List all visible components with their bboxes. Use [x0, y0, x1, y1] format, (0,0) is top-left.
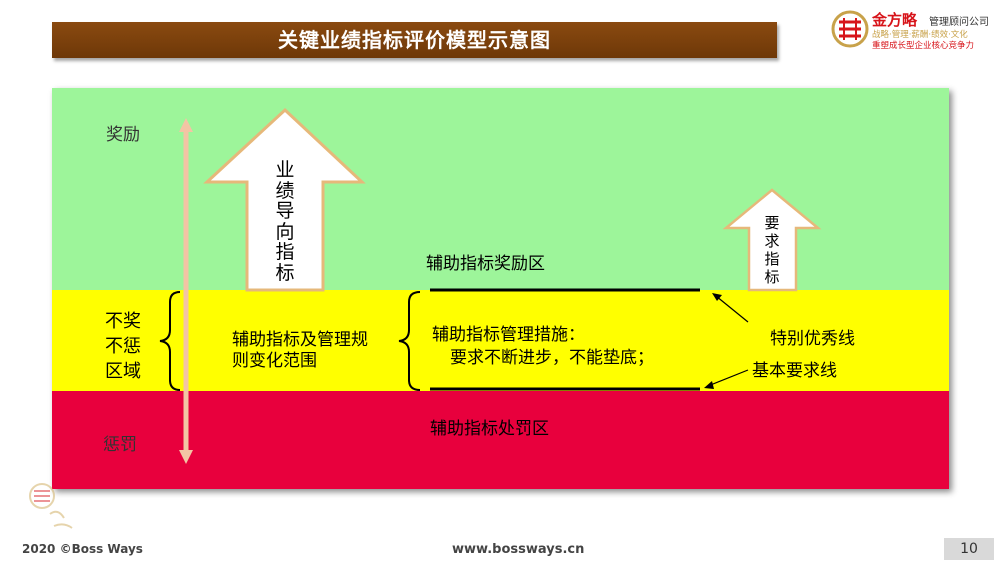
excellent-pointer-arrow: [712, 293, 749, 323]
excellent-line-label: 特别优秀线: [770, 329, 855, 349]
page-title: 关键业绩指标评价模型示意图: [278, 28, 551, 52]
kpi-arrow-char: 绩: [275, 179, 295, 202]
kpi-arrow-char: 指: [275, 241, 295, 263]
copyright: 2020 ©Boss Ways: [22, 542, 143, 556]
kpi-arrow-char: 业: [275, 159, 295, 181]
website-link[interactable]: www.bossways.cn: [452, 542, 585, 557]
req-arrow-char: 求: [764, 232, 780, 250]
penalty-label: 惩罚: [103, 435, 137, 455]
neutral-label-2: 不惩: [105, 336, 141, 357]
vertical-scale-arrow: [179, 118, 193, 464]
req-arrow-char: 要: [764, 214, 780, 232]
green-zone-text: 辅助指标奖励区: [426, 254, 545, 274]
reward-zone: [52, 88, 949, 290]
measures-title: 辅助指标管理措施：: [432, 325, 585, 345]
kpi-arrow-char: 标: [275, 261, 295, 284]
logo-tagline: 管理顾问公司: [929, 17, 989, 28]
company-logo: 金方略 管理顾问公司 战略·管理·薪酬·绩效·文化 重塑成长型企业核心竞争力: [830, 8, 995, 51]
req-arrow-text: 要 求 指 标: [762, 214, 782, 286]
logo-brand: 金方略: [872, 11, 918, 29]
neutral-label-3: 区域: [105, 361, 141, 382]
req-arrow-char: 指: [764, 250, 780, 268]
req-arrow-char: 标: [764, 268, 780, 286]
requirement-up-arrow: [722, 188, 822, 292]
neutral-label-1: 不奖: [105, 311, 141, 332]
basic-line-label: 基本要求线: [752, 361, 837, 381]
reward-label: 奖励: [106, 125, 140, 145]
watermark-logo-icon: [29, 483, 73, 529]
left-brace: [159, 291, 181, 391]
middle-brace: [398, 291, 421, 391]
logo-line2: 重塑成长型企业核心竞争力: [872, 41, 975, 51]
logo-line1: 战略·管理·薪酬·绩效·文化: [872, 30, 968, 40]
basic-pointer-arrow: [704, 369, 749, 389]
neutral-zone: [52, 290, 949, 391]
measures-detail: 要求不断进步，不能垫底；: [450, 348, 654, 368]
title-bar: 关键业绩指标评价模型示意图: [52, 22, 777, 58]
penalty-zone: [52, 391, 949, 489]
kpi-arrow-char: 向: [275, 220, 295, 243]
kpi-arrow-text: 业 绩 导 向 指 标: [273, 160, 297, 283]
yellow-zone-text-2: 则变化范围: [232, 351, 317, 371]
kpi-arrow-char: 导: [275, 200, 295, 222]
kpi-up-arrow: [203, 107, 366, 292]
yellow-zone-text-1: 辅助指标及管理规: [232, 330, 368, 350]
logo-emblem-icon: [831, 10, 869, 48]
red-zone-text: 辅助指标处罚区: [430, 419, 549, 439]
kpi-diagram: [52, 88, 949, 489]
page-number: 10: [944, 538, 994, 560]
